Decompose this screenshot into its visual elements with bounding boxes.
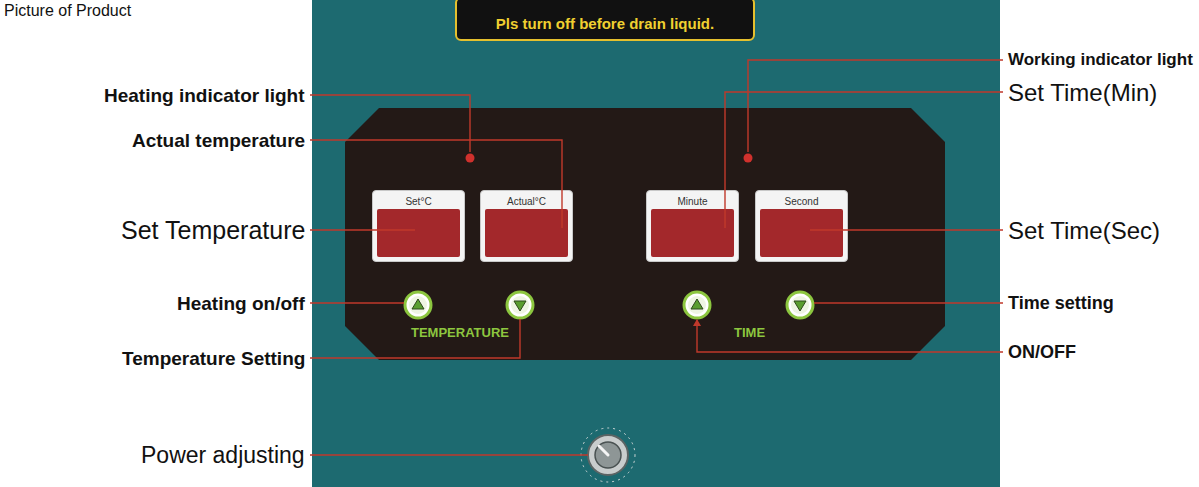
callout-label: Heating indicator light bbox=[104, 84, 305, 107]
text-slot: TEMPERATURE bbox=[411, 323, 509, 341]
led-screen bbox=[651, 209, 734, 257]
button-ring bbox=[787, 292, 813, 318]
button-ring bbox=[405, 292, 431, 318]
label-slot: Actual temperature bbox=[132, 129, 305, 152]
button-arrow bbox=[794, 301, 806, 311]
label-slot: Heating indicator light bbox=[104, 84, 305, 107]
button-face bbox=[511, 296, 529, 314]
callout-label: Set Time(Sec) bbox=[1008, 216, 1160, 245]
leader-line bbox=[310, 95, 470, 152]
led-screen bbox=[760, 209, 843, 257]
leader-line bbox=[310, 319, 520, 358]
indicator-light bbox=[466, 154, 475, 163]
callout-label: Set Time(Min) bbox=[1008, 78, 1157, 107]
button-ring bbox=[684, 292, 710, 318]
callout-label: Picture of Product bbox=[4, 1, 131, 20]
label-slot: ON/OFF bbox=[1008, 341, 1076, 363]
text-slot: TIME bbox=[734, 323, 765, 341]
warning-sign: Pls turn off before drain liquid. bbox=[455, 0, 755, 41]
push-button bbox=[684, 292, 710, 318]
leader-line bbox=[310, 140, 562, 228]
leader-line bbox=[810, 229, 1003, 230]
callout-label: ON/OFF bbox=[1008, 341, 1076, 363]
leader-line bbox=[725, 92, 1003, 228]
label-slot: Power adjusting bbox=[141, 441, 305, 469]
callout-label: Power adjusting bbox=[141, 441, 305, 469]
warning-text: Pls turn off before drain liquid. bbox=[496, 15, 714, 33]
section-label: TIME bbox=[734, 325, 765, 340]
callout-label: Actual temperature bbox=[132, 129, 305, 152]
callout-label: Working indicator light bbox=[1008, 50, 1193, 70]
callout-label: Set Temperature bbox=[121, 215, 305, 245]
label-slot: Temperature Setting bbox=[122, 347, 305, 370]
display-label: Second bbox=[785, 196, 819, 208]
label-slot: Heating on/off bbox=[177, 292, 305, 315]
callout-label: Time setting bbox=[1008, 292, 1114, 314]
digital-display: Second bbox=[755, 190, 848, 262]
label-slot: Set Temperature bbox=[121, 215, 305, 245]
push-button bbox=[787, 292, 813, 318]
leader-line bbox=[814, 302, 1003, 303]
button-face bbox=[688, 296, 706, 314]
text-slot: Minute bbox=[647, 194, 738, 208]
button-ring bbox=[507, 292, 533, 318]
indicator-light bbox=[744, 154, 753, 163]
leader-line bbox=[697, 320, 1003, 352]
callout-label: Temperature Setting bbox=[122, 347, 305, 370]
led-screen bbox=[377, 209, 460, 257]
button-face bbox=[791, 296, 809, 314]
section-label: TEMPERATURE bbox=[411, 325, 509, 340]
button-arrow bbox=[412, 299, 424, 309]
text-slot: Set°C bbox=[373, 194, 464, 208]
label-slot: Set Time(Sec) bbox=[1008, 216, 1160, 245]
label-slot: Set Time(Min) bbox=[1008, 78, 1157, 107]
push-button bbox=[507, 292, 533, 318]
power-knob bbox=[581, 428, 635, 482]
device-housing bbox=[312, 0, 1000, 487]
leader-line bbox=[310, 229, 415, 230]
button-arrow bbox=[514, 301, 526, 311]
leader-line bbox=[310, 454, 588, 455]
button-face bbox=[409, 296, 427, 314]
text-slot: Actual°C bbox=[481, 194, 572, 208]
text-slot: Second bbox=[756, 194, 847, 208]
panel-shape bbox=[345, 108, 945, 360]
button-arrow bbox=[691, 299, 703, 309]
display-label: Actual°C bbox=[507, 196, 546, 208]
digital-display: Set°C bbox=[372, 190, 465, 262]
label-slot: Working indicator light bbox=[1008, 50, 1193, 70]
callout-label: Heating on/off bbox=[177, 292, 305, 315]
leader-line bbox=[748, 60, 1003, 152]
label-slot: Time setting bbox=[1008, 292, 1114, 314]
label-slot: Picture of Product bbox=[4, 1, 131, 20]
led-screen bbox=[485, 209, 568, 257]
digital-display: Actual°C bbox=[480, 190, 573, 262]
digital-display: Minute bbox=[646, 190, 739, 262]
control-panel: TEMPERATURE TIME Set°C Actual°C Minute Second bbox=[345, 108, 945, 360]
push-button bbox=[405, 292, 431, 318]
leader-line bbox=[310, 302, 404, 303]
display-label: Minute bbox=[677, 196, 707, 208]
display-label: Set°C bbox=[405, 196, 431, 208]
